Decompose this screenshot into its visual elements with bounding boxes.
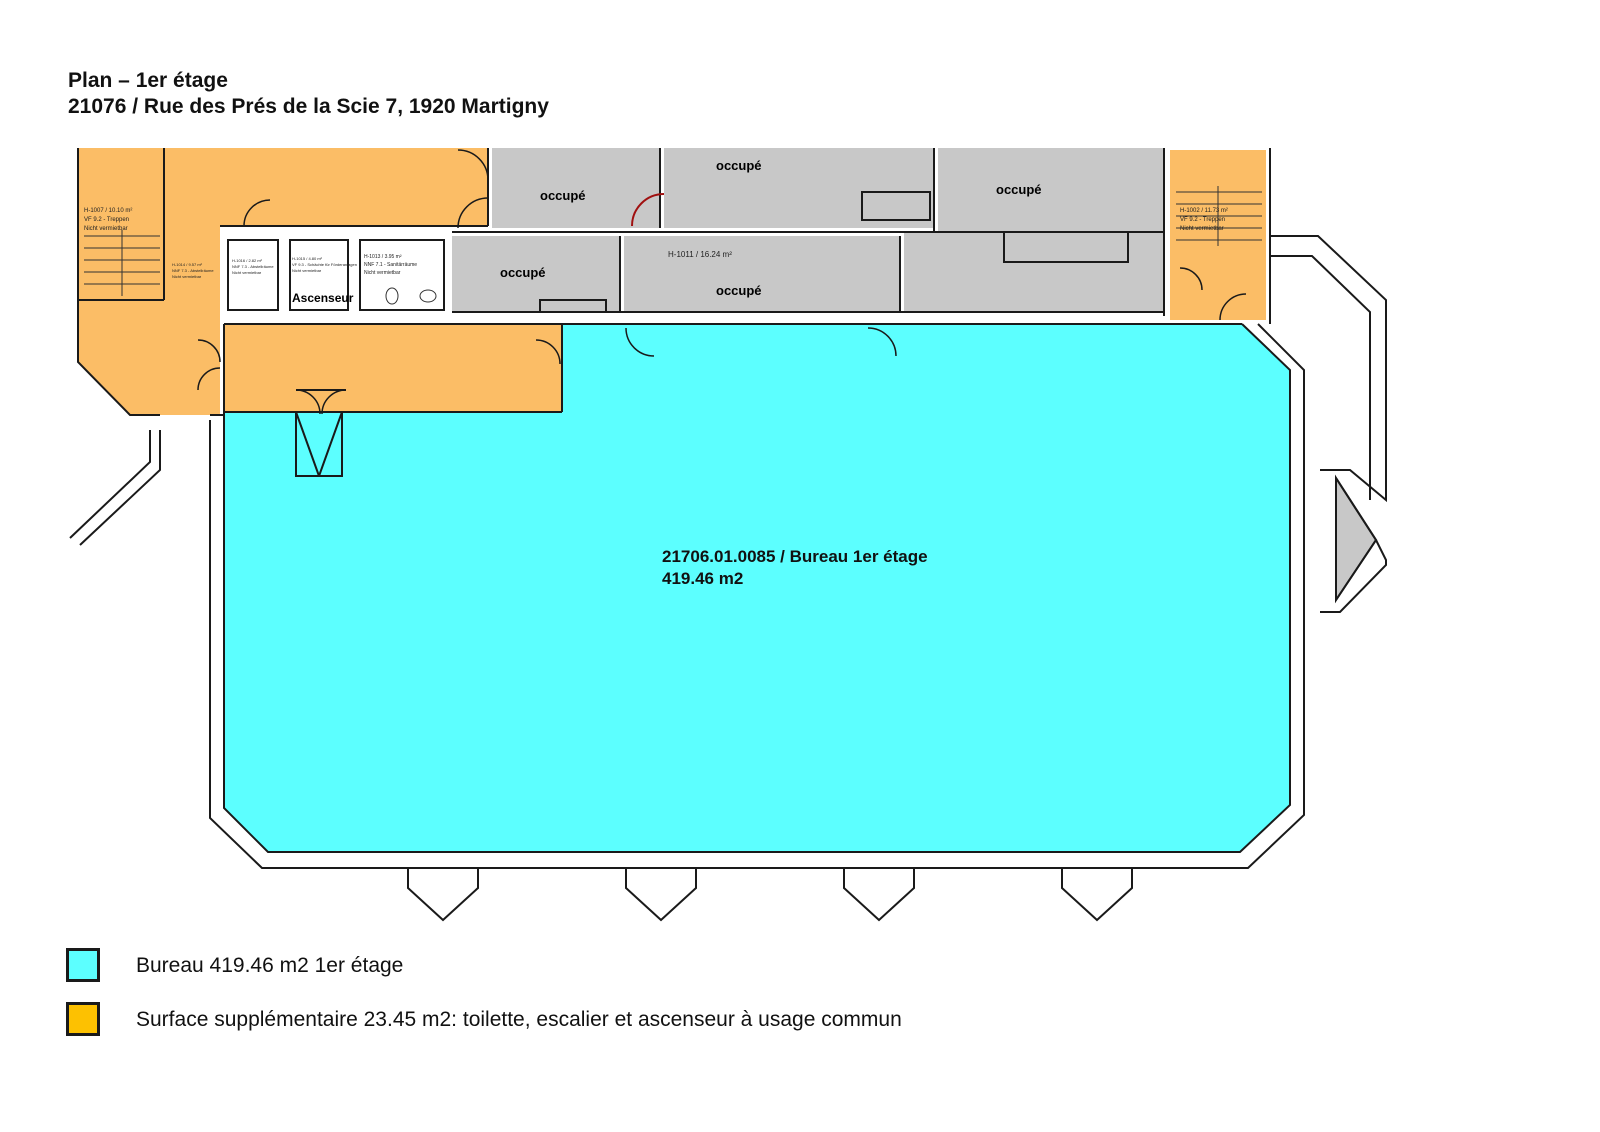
stair-left-label-3: Nicht vermietbar (84, 226, 128, 232)
stair-left-label-1: H-1007 / 10.10 m² (84, 208, 132, 214)
occupied-room-5b (904, 232, 1164, 312)
bureau-area (224, 324, 1290, 852)
stair-right-label-3: Nicht vermietbar (1180, 226, 1224, 232)
window-bays (407, 867, 1133, 922)
occupied-room-4 (624, 236, 900, 312)
stair-right-label-2: VF 9.2 - Treppen (1180, 217, 1225, 223)
door-swings (197, 149, 1247, 415)
legend-label-common: Surface supplémentaire 23.45 m2: toilett… (136, 1008, 902, 1031)
corridor-label: H-1011 / 16.24 m² (668, 250, 732, 259)
red-door-swing (631, 193, 665, 227)
plan-title: Plan – 1er étage (68, 69, 228, 92)
elevator-room-label-3: Nicht vermietbar (292, 268, 322, 273)
floor-plan: 21706.01.0085 / Bureau 1er étage 419.46 … (69, 148, 1387, 922)
occupied-label-5: occupé (996, 182, 1042, 197)
storage-b-label-1: H-1016 / 2.82 m² (232, 258, 263, 263)
elevator-room-label-2: VF 9.3 - Schächte für Förderanlagen (292, 262, 357, 267)
common-left-block (78, 148, 488, 415)
elevator-room-label-1: H-1015 / 4.80 m² (292, 256, 323, 261)
legend-swatch-common (66, 1002, 100, 1036)
occupied-room-1 (492, 148, 660, 228)
small-room-labels: H-1007 / 10.10 m² VF 9.2 - Treppen Nicht… (84, 208, 1228, 279)
storage-a-label-3: Nicht vermietbar (172, 274, 202, 279)
storage-b-label-2: NNF 7.3 - Abstellräume (232, 264, 274, 269)
plan-address: 21076 / Rue des Prés de la Scie 7, 1920 … (68, 95, 549, 118)
legend-item-common: Surface supplémentaire 23.45 m2: toilett… (66, 1002, 902, 1036)
occupied-label-3: occupé (500, 265, 546, 280)
legend-item-bureau: Bureau 419.46 m2 1er étage (66, 948, 403, 982)
wc-fixtures-icon (385, 287, 437, 305)
stair-left-label-2: VF 9.2 - Treppen (84, 217, 129, 223)
common-corridor-strip (224, 324, 562, 412)
main-space-id: 21706.01.0085 / Bureau 1er étage (662, 547, 928, 566)
occupied-room-2 (664, 148, 934, 228)
stair-left-icon (84, 230, 160, 296)
wc-label-1: H-1013 / 3.95 m² (364, 254, 402, 260)
stair-right-icon (1176, 186, 1262, 246)
walls (69, 148, 1387, 869)
title-block: Plan – 1er étage 21076 / Rue des Prés de… (68, 68, 549, 120)
occupied-label-1: occupé (540, 188, 586, 203)
legend-label-bureau: Bureau 419.46 m2 1er étage (136, 954, 404, 977)
storage-a-label-2: NNF 7.3 - Abstellräume (172, 268, 214, 273)
storage-a-label-1: H-1014 / 9.57 m² (172, 262, 203, 267)
storage-b-label-3: Nicht vermietbar (232, 270, 262, 275)
wc-label-3: Nicht vermietbar (364, 270, 401, 276)
occupied-label-2: occupé (716, 158, 762, 173)
main-space-area: 419.46 m2 (662, 569, 743, 588)
wc-label-2: NNF 7.1 - Sanitärräume (364, 262, 417, 268)
stair-right-label-1: H-1002 / 11.73 m² (1180, 208, 1228, 214)
legend-swatch-bureau (66, 948, 100, 982)
occupied-label-4: occupé (716, 283, 762, 298)
elevator-label: Ascenseur (292, 291, 354, 305)
